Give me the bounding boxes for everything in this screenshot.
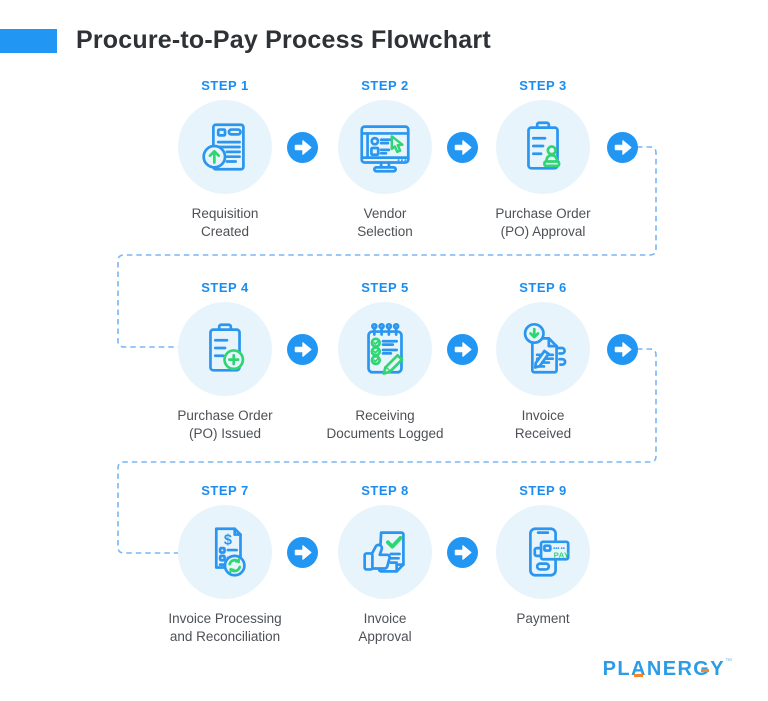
right-arrow-icon [446, 536, 478, 568]
planergy-logo: PLANERGY™ [603, 658, 732, 681]
step-label: STEP 6 [519, 280, 567, 295]
step-circle: PAY [496, 505, 590, 599]
step-label: STEP 1 [201, 78, 249, 93]
planergy-logo-text: PLANERGY [603, 658, 725, 680]
step-circle [338, 505, 432, 599]
logo-letter: P [602, 658, 618, 680]
step-2: STEP 2 Vendor Selection [295, 78, 475, 240]
right-arrow-icon [286, 333, 318, 365]
step-label: STEP 5 [361, 280, 409, 295]
vendor-selection-monitor-icon [354, 116, 416, 178]
step-caption: Payment [516, 611, 570, 626]
step-9: STEP 9 PAY Payment [453, 483, 633, 628]
right-arrow-icon [286, 131, 318, 163]
logo-letter: N [646, 658, 663, 680]
svg-text:PAY: PAY [554, 550, 570, 559]
step-6: STEP 6 Invoice Received [453, 280, 633, 442]
step-caption: Invoice Approval [358, 611, 412, 644]
step-caption: Invoice Processing and Reconciliation [168, 611, 282, 644]
requisition-document-icon [194, 116, 256, 178]
payment-phone-icon: PAY [512, 521, 574, 583]
step-4: STEP 4 Purchase Order (PO) Issued [135, 280, 315, 442]
step-3: STEP 3 Purchase Order (PO) Approval [453, 78, 633, 240]
step-label: STEP 3 [519, 78, 567, 93]
right-arrow-icon [286, 536, 318, 568]
trademark-symbol: ™ [725, 658, 732, 665]
invoice-received-icon [512, 318, 574, 380]
logo-letter: G [693, 658, 711, 680]
right-arrow-icon [446, 131, 478, 163]
step-circle [178, 302, 272, 396]
logo-letter: A [631, 658, 647, 680]
step-caption: Requisition Created [191, 206, 259, 239]
svg-text:$: $ [224, 532, 232, 548]
step-circle [496, 100, 590, 194]
step-caption: Receiving Documents Logged [326, 408, 444, 441]
step-label: STEP 9 [519, 483, 567, 498]
step-label: STEP 8 [361, 483, 409, 498]
step-caption: Purchase Order (PO) Approval [495, 206, 591, 239]
step-label: STEP 2 [361, 78, 409, 93]
step-circle [496, 302, 590, 396]
step-caption: Purchase Order (PO) Issued [177, 408, 273, 441]
step-circle: $ [178, 505, 272, 599]
logo-letter: R [677, 658, 694, 680]
step-circle [338, 100, 432, 194]
po-issued-plus-icon [194, 318, 256, 380]
step-caption: Invoice Received [514, 408, 572, 441]
step-1: STEP 1 Requisition Created [135, 78, 315, 240]
logo-letter: Y [710, 658, 725, 680]
right-arrow-icon [446, 333, 478, 365]
logo-letter: E [662, 658, 678, 680]
step-label: STEP 7 [201, 483, 249, 498]
receiving-log-notepad-icon [354, 318, 416, 380]
title-accent-bar [0, 29, 57, 53]
step-circle [338, 302, 432, 396]
step-caption: Vendor Selection [357, 206, 413, 239]
po-approval-stamp-icon [512, 116, 574, 178]
invoice-approval-thumbs-up-icon [354, 521, 416, 583]
page-title: Procure-to-Pay Process Flowchart [76, 26, 491, 54]
invoice-reconciliation-icon: $ [194, 521, 256, 583]
step-7: STEP 7 $ Invoice Processing and Reconcil… [135, 483, 315, 645]
logo-letter: L [617, 658, 631, 680]
step-5: STEP 5 Receiving Documents Logged [295, 280, 475, 442]
right-arrow-icon [606, 333, 638, 365]
right-arrow-icon [606, 131, 638, 163]
step-8: STEP 8 Invoice Approval [295, 483, 475, 645]
step-label: STEP 4 [201, 280, 249, 295]
step-circle [178, 100, 272, 194]
